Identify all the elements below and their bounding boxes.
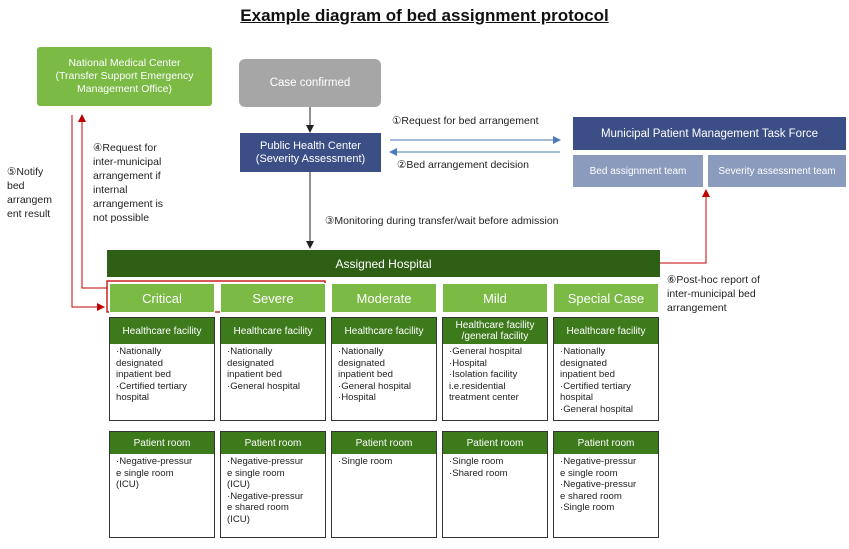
room-header: Patient room [554, 432, 658, 454]
facility-card-critical: Healthcare facility ·Nationally designat… [109, 317, 215, 421]
room-card-moderate: Patient room ·Single room [331, 431, 437, 538]
case-confirmed-node: Case confirmed [239, 59, 381, 107]
column-special-case: Special Case [553, 283, 659, 313]
category-tab-moderate: Moderate [331, 283, 437, 313]
step6-label: ⑥Post-hoc report of inter-municipal bed … [667, 274, 760, 314]
facility-header: Healthcare facility [221, 318, 325, 344]
category-tab-critical: Critical [109, 283, 215, 313]
facility-text: ·General hospital ·Hospital ·Isolation f… [449, 346, 523, 403]
room-card-mild: Patient room ·Single room ·Shared room [442, 431, 548, 538]
room-header: Patient room [110, 432, 214, 454]
step5-label: ⑤Notify bed arrangem ent result [7, 166, 52, 220]
room-header: Patient room [332, 432, 436, 454]
assigned-hospital-bar: Assigned Hospital [107, 250, 660, 277]
national-medical-center-node: National Medical Center (Transfer Suppor… [37, 47, 212, 106]
arrow-posthoc [660, 189, 710, 264]
arrow-notify [71, 115, 105, 311]
category-tab-mild: Mild [442, 283, 548, 313]
step4-label: ④Request for inter-municipal arrangement… [93, 142, 164, 224]
room-card-special-case: Patient room ·Negative-pressur e single … [553, 431, 659, 538]
facility-card-moderate: Healthcare facility ·Nationally designat… [331, 317, 437, 421]
facility-header: Healthcare facility /general facility [443, 318, 547, 344]
category-tab-severe: Severe [220, 283, 326, 313]
facility-text: ·Nationally designated inpatient bed ·Ce… [560, 346, 634, 415]
facility-header: Healthcare facility [332, 318, 436, 344]
facility-text: ·Nationally designated inpatient bed ·Ce… [116, 346, 187, 403]
room-text: ·Single room ·Shared room [449, 456, 508, 479]
facility-text: ·Nationally designated inpatient bed ·Ge… [338, 346, 412, 403]
room-text: ·Negative-pressur e single room ·Negativ… [560, 456, 637, 513]
room-header: Patient room [221, 432, 325, 454]
step2-label: ②Bed arrangement decision [397, 159, 529, 171]
diagram-title: Example diagram of bed assignment protoc… [240, 6, 609, 25]
step1-label: ①Request for bed arrangement [392, 115, 539, 127]
room-card-severe: Patient room ·Negative-pressur e single … [220, 431, 326, 538]
column-critical: Critical [109, 283, 215, 313]
public-health-center-node: Public Health Center (Severity Assessmen… [240, 133, 381, 172]
severity-assessment-team-node: Severity assessment team [708, 155, 846, 187]
column-moderate: Moderate [331, 283, 437, 313]
column-mild: Mild [442, 283, 548, 313]
room-card-critical: Patient room ·Negative-pressur e single … [109, 431, 215, 538]
task-force-node: Municipal Patient Management Task Force [573, 117, 846, 150]
room-text: ·Single room [338, 456, 393, 467]
column-severe: Severe [220, 283, 326, 313]
arrow-request-inter [78, 114, 107, 289]
facility-card-special-case: Healthcare facility ·Nationally designat… [553, 317, 659, 421]
facility-card-severe: Healthcare facility ·Nationally designat… [220, 317, 326, 421]
room-header: Patient room [443, 432, 547, 454]
facility-header: Healthcare facility [554, 318, 658, 344]
room-text: ·Negative-pressur e single room (ICU) ·N… [227, 456, 304, 525]
bed-assignment-team-node: Bed assignment team [573, 155, 703, 187]
facility-header: Healthcare facility [110, 318, 214, 344]
step3-label: ③Monitoring during transfer/wait before … [325, 215, 559, 227]
room-text: ·Negative-pressur e single room (ICU) [116, 456, 193, 490]
category-tab-special-case: Special Case [553, 283, 659, 313]
facility-text: ·Nationally designated inpatient bed ·Ge… [227, 346, 301, 392]
facility-card-mild: Healthcare facility /general facility ·G… [442, 317, 548, 421]
